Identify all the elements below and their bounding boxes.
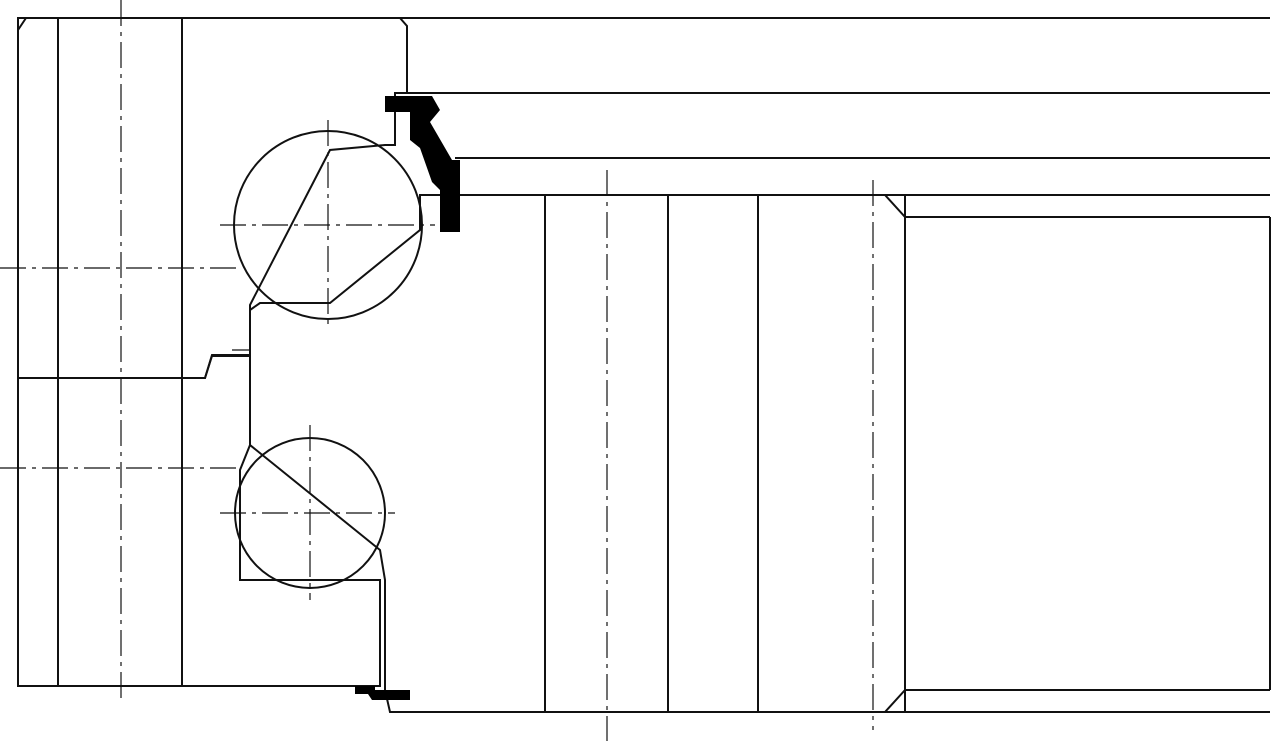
outer-ring-lower-section [181, 355, 381, 687]
outer-ring-upper-section [181, 17, 408, 379]
outer-ring-lower-left-strip [17, 377, 59, 687]
centerlines [0, 0, 874, 741]
inner-ring-hatched-strip [667, 194, 759, 713]
inner-ring-section [249, 194, 546, 713]
upper-seal [385, 96, 460, 232]
outer-ring-upper-left-strip [17, 17, 59, 379]
inner-ring-plain-band [757, 194, 906, 713]
lower-seal [355, 686, 410, 700]
top-plates [18, 17, 1270, 713]
